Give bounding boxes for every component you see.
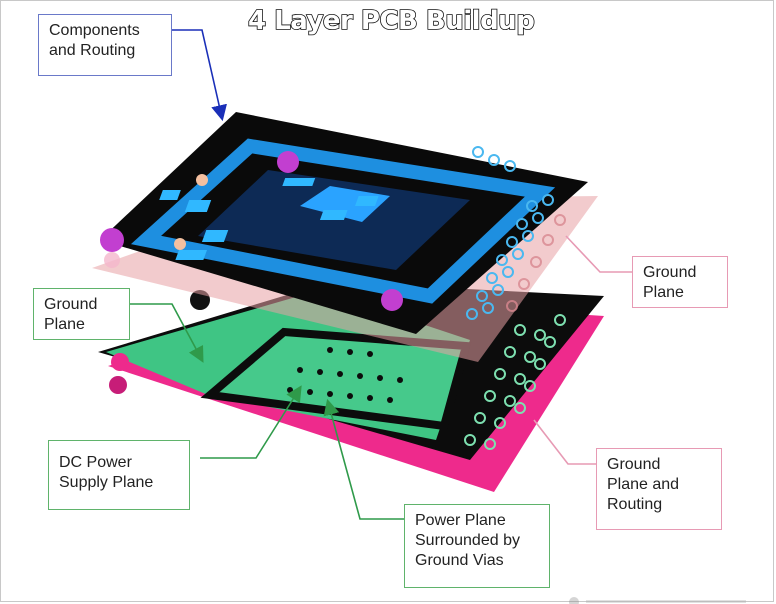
callout-text: Ground (643, 264, 697, 281)
callout-components-routing: Components and Routing (38, 14, 172, 76)
layer-top-components (100, 112, 588, 334)
callout-text: Ground (607, 456, 661, 473)
callout-ground-plane-left: Ground Plane (33, 288, 130, 340)
callout-text: Supply Plane (59, 474, 154, 491)
callout-ground-plane-top: Ground Plane (632, 256, 728, 308)
callout-power-plane-vias: Power Plane Surrounded by Ground Vias (404, 504, 550, 588)
callout-text: Components (49, 22, 140, 39)
arrow-ground-left (130, 303, 204, 363)
via-array-right (464, 314, 566, 450)
header-pins (466, 146, 554, 320)
arrow-ground-top (565, 235, 632, 273)
callout-text: Ground (44, 296, 98, 313)
arrow-dc-power (200, 385, 302, 459)
arrow-components (172, 29, 227, 122)
callout-text: Plane (44, 316, 85, 333)
arrow-ground-routing (533, 419, 596, 465)
callout-text: and Routing (49, 42, 136, 59)
processor-chip (300, 186, 390, 222)
callout-dc-power: DC Power Supply Plane (48, 440, 190, 510)
diagram-title: 4 Layer PCB Buildup (247, 5, 535, 37)
callout-text: Surrounded by (415, 532, 520, 549)
callout-text: Plane (643, 284, 684, 301)
watermark-fragment (569, 597, 746, 604)
callout-text: DC Power (59, 454, 132, 471)
callout-ground-plane-routing: Ground Plane and Routing (596, 448, 722, 530)
callout-text: Routing (607, 496, 663, 513)
arrow-power-vias (323, 398, 404, 520)
callout-text: Power Plane (415, 512, 506, 529)
callout-text: Ground Vias (415, 552, 504, 569)
routing-ring (130, 138, 556, 304)
callout-text: Plane and (607, 476, 680, 493)
